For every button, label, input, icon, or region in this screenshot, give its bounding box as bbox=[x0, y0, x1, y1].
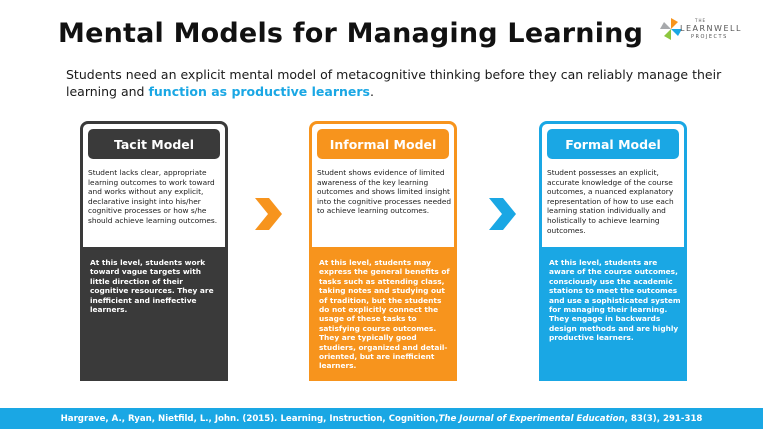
logo-name-text: LEARNWELL bbox=[680, 24, 742, 33]
model-description: Student lacks clear, appropriate learnin… bbox=[88, 168, 218, 225]
formal-model-card: Formal Model Student possesses an explic… bbox=[539, 121, 687, 381]
card-top-panel: Tacit Model Student lacks clear, appropr… bbox=[80, 121, 228, 250]
citation-volume: , 83(3), 291-318 bbox=[624, 413, 703, 424]
model-title: Tacit Model bbox=[88, 129, 220, 159]
model-detail: At this level, students work toward vagu… bbox=[80, 250, 228, 381]
model-detail: At this level, students may express the … bbox=[309, 250, 457, 381]
slide-title: Mental Models for Managing Learning bbox=[58, 18, 644, 49]
intro-highlight: function as productive learners bbox=[148, 84, 370, 99]
model-title: Informal Model bbox=[317, 129, 449, 159]
citation-journal: The Journal of Experimental Education bbox=[438, 413, 625, 424]
tacit-model-card: Tacit Model Student lacks clear, appropr… bbox=[80, 121, 228, 381]
learnwell-logo: THE LEARNWELL PROJECTS bbox=[660, 18, 752, 48]
intro-main: Students need an explicit mental model o… bbox=[66, 67, 722, 99]
informal-model-card: Informal Model Student shows evidence of… bbox=[309, 121, 457, 381]
intro-end: . bbox=[369, 84, 374, 99]
chevron-right-icon bbox=[489, 198, 516, 230]
citation-authors: Hargrave, A., Ryan, Nietfild, L., John. … bbox=[60, 413, 439, 424]
model-detail: At this level, students are aware of the… bbox=[539, 250, 687, 381]
chevron-right-icon bbox=[255, 198, 282, 230]
pinwheel-logo-icon bbox=[660, 18, 682, 40]
intro-text: Students need an explicit mental model o… bbox=[66, 66, 726, 100]
card-top-panel: Formal Model Student possesses an explic… bbox=[539, 121, 687, 250]
model-description: Student possesses an explicit, accurate … bbox=[547, 168, 674, 235]
card-top-panel: Informal Model Student shows evidence of… bbox=[309, 121, 457, 250]
model-description: Student shows evidence of limited awaren… bbox=[317, 168, 452, 216]
logo-the-text: THE bbox=[695, 18, 706, 23]
citation-footer: Hargrave, A., Ryan, Nietfild, L., John. … bbox=[0, 408, 763, 429]
model-title: Formal Model bbox=[547, 129, 679, 159]
logo-sub-text: PROJECTS bbox=[691, 34, 728, 40]
